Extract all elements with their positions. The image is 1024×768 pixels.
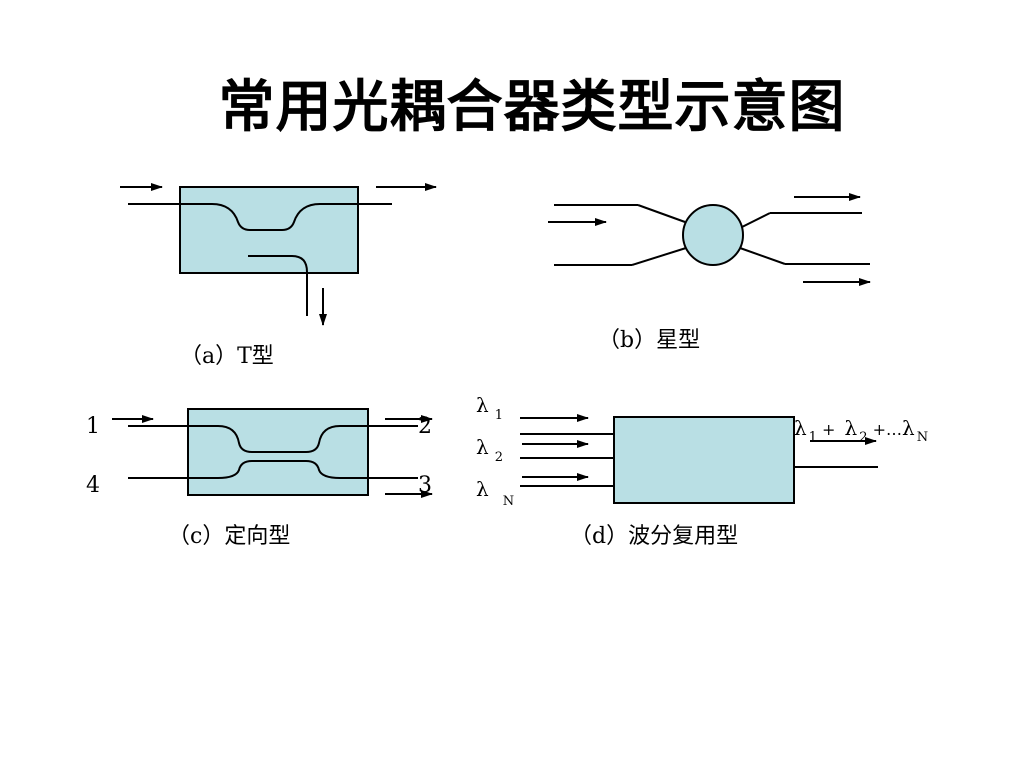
star-caption: （b）星型 bbox=[598, 328, 700, 353]
port-4-label: 4 bbox=[86, 473, 100, 498]
wdm-coupler bbox=[520, 414, 878, 504]
page-title: 常用光耦合器类型示意图 bbox=[218, 74, 846, 140]
port-2-label: 2 bbox=[418, 414, 432, 439]
directional-fiber-lower bbox=[128, 460, 418, 479]
t-main-fiber bbox=[128, 203, 392, 231]
port-1-label: 1 bbox=[86, 414, 100, 439]
wdm-caption: （d）波分复用型 bbox=[570, 524, 738, 549]
t-type-caption: （a）T型 bbox=[180, 344, 274, 369]
star-node bbox=[682, 204, 744, 266]
port-3-label: 3 bbox=[418, 473, 432, 498]
directional-coupler bbox=[112, 408, 433, 498]
star-out-fiber-top-taper bbox=[739, 212, 771, 229]
wdm-box bbox=[613, 416, 795, 504]
wdm-input-label-n: λN bbox=[476, 477, 514, 509]
t-type-coupler bbox=[120, 183, 437, 326]
star-out-fiber-bottom-taper bbox=[739, 247, 786, 265]
directional-fiber-upper bbox=[128, 425, 418, 453]
star-in-fiber-bottom-taper bbox=[631, 247, 687, 266]
directional-caption: （c）定向型 bbox=[168, 524, 290, 549]
t-branch-fiber bbox=[248, 255, 308, 316]
star-coupler bbox=[548, 193, 871, 286]
star-in-fiber-top-taper bbox=[637, 204, 686, 223]
